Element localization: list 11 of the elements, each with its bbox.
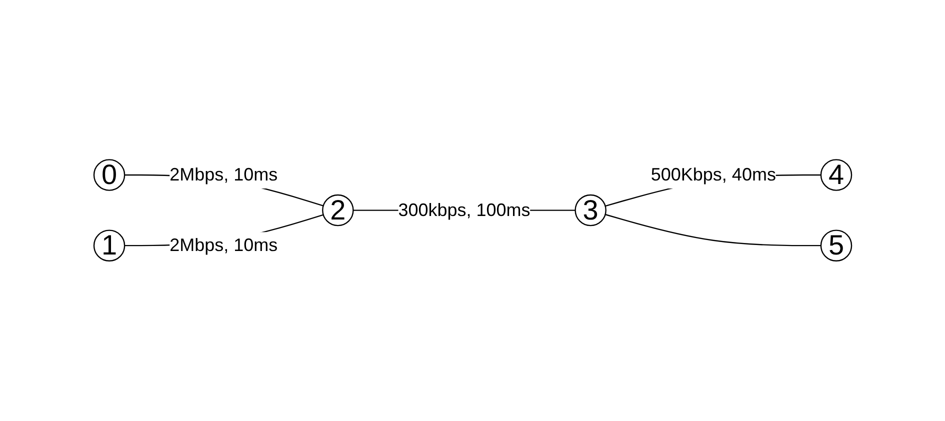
node-circle: 5 [820,230,852,262]
edge-label: 300kbps, 100ms [398,200,530,220]
edge-label: 2Mbps, 10ms [169,235,278,256]
edge-label: 500Kbps, 40ms [650,164,776,185]
edge-label: 2Mbps, 10ms [169,164,278,185]
connector [604,214,821,246]
node-circle: 2 [322,194,354,226]
node-circle: 4 [820,159,852,192]
node-circle: 1 [93,230,125,262]
node-circle: 0 [93,159,125,192]
node-circle: 3 [574,194,606,226]
